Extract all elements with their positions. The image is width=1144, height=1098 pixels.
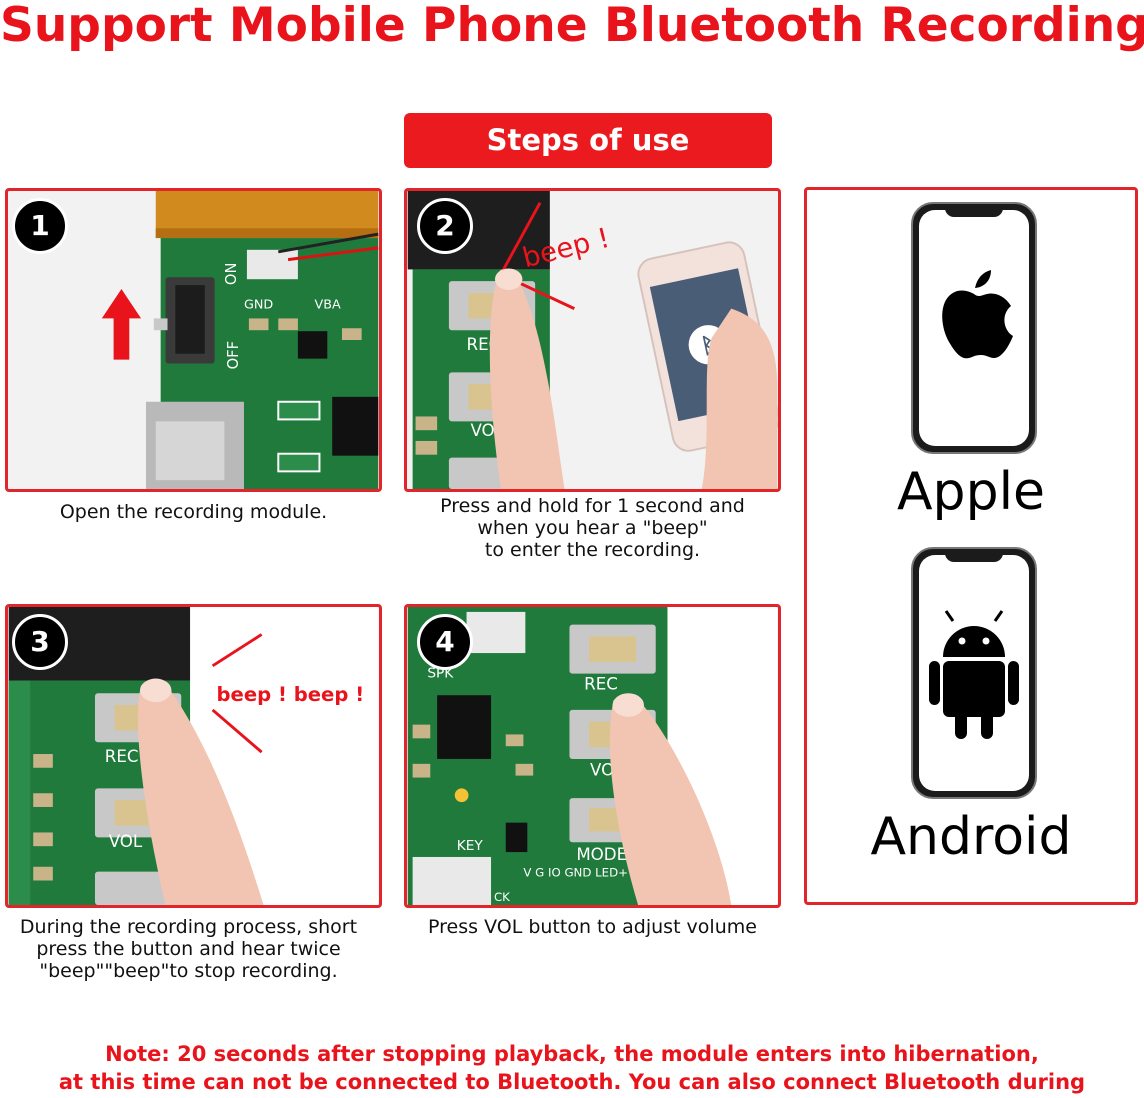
step-3-image: REC VOL beep ! beep !: [5, 604, 382, 908]
step-4-number: 4: [417, 614, 473, 670]
step-1-caption: Open the recording module.: [59, 501, 328, 523]
platform-panel: Apple Android: [804, 187, 1138, 905]
hibernation-note: Note: 20 seconds after stopping playback…: [58, 1042, 1086, 1094]
android-label: Android: [870, 807, 1072, 867]
steps-badge: Steps of use: [404, 113, 772, 168]
step-4-pins-label: V G IO GND LED+: [523, 866, 628, 880]
apple-label: Apple: [896, 462, 1046, 522]
step-1-image: ON OFF GND VBA: [5, 188, 382, 492]
label-off: OFF: [225, 341, 242, 369]
step-2-caption: Press and hold for 1 second and when you…: [440, 495, 745, 561]
step-4-ck-label: CK: [494, 890, 510, 904]
step-4-mode-label: MODE: [576, 845, 627, 864]
step-3-vol-label: VOL: [109, 832, 143, 851]
step-1-illustration: ON OFF GND VBA: [8, 191, 379, 489]
step-3-number: 3: [12, 614, 68, 670]
step-4-caption: Press VOL button to adjust volume: [428, 916, 757, 938]
step-3-beep-text: beep ! beep !: [217, 683, 365, 706]
step-3-rec-label: REC: [105, 747, 139, 766]
step-3-caption: During the recording process, short pres…: [19, 916, 358, 982]
step-4-key-label: KEY: [457, 838, 484, 854]
android-icon: [929, 610, 1019, 739]
android-phone: [911, 547, 1037, 799]
step-4-illustration: SPK REC VOL MODE KEY V G IO GND LED+ CK: [407, 607, 778, 905]
label-on: ON: [223, 263, 240, 286]
up-arrow-icon: [101, 289, 142, 360]
step-2-illustration: REC VOL beep ! ᛒ: [407, 191, 778, 489]
step-3-illustration: REC VOL beep ! beep !: [8, 607, 379, 905]
apple-phone: [911, 202, 1037, 454]
step-1-number: 1: [12, 198, 68, 254]
apple-icon: [942, 270, 1013, 359]
label-vba: VBA: [315, 298, 341, 313]
page-title: Support Mobile Phone Bluetooth Recording: [0, 0, 1144, 53]
label-gnd: GND: [244, 298, 273, 313]
step-4-rec-label: REC: [584, 674, 618, 693]
step-2-number: 2: [417, 198, 473, 254]
